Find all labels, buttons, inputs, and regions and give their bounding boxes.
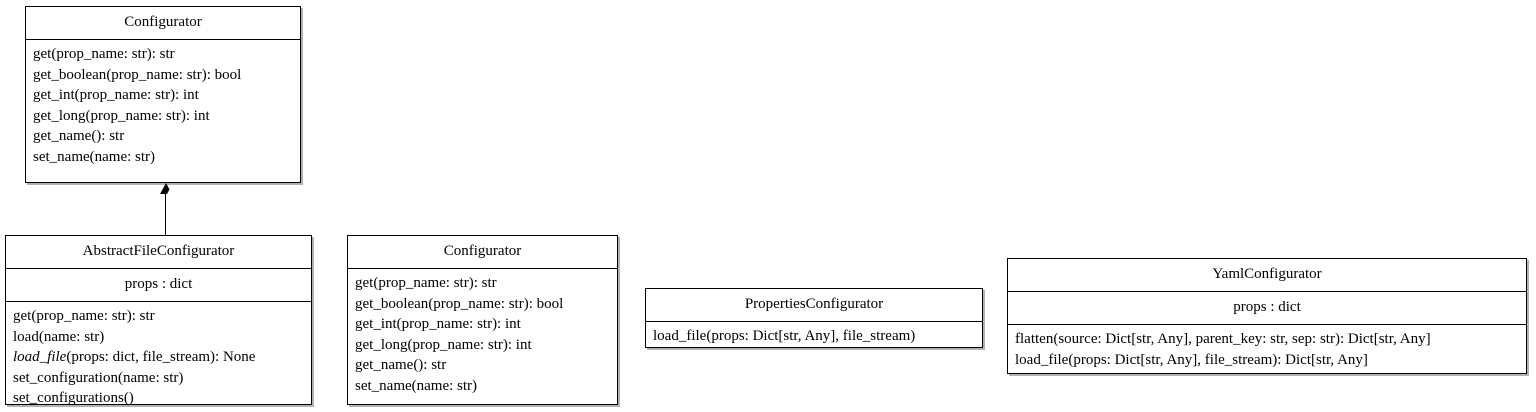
hollow-triangle-arrowhead-icon (160, 183, 177, 194)
class-box-abstract-file-configurator[interactable]: AbstractFileConfigurator props : dict ge… (5, 235, 312, 406)
operation-row: get_long(prop_name: str): int (355, 336, 532, 353)
attribute-row: props : dict (6, 269, 311, 302)
operation-row: set_name(name: str) (355, 377, 478, 394)
operations-compartment: get(prop_name: str): str get_boolean(pro… (26, 40, 300, 173)
operation-row: get_int(prop_name: str): int (33, 87, 199, 104)
operation-row-abstract: load_file(props: dict, file_stream): Non… (13, 349, 256, 366)
attribute-row: props : dict (1008, 292, 1526, 325)
class-name-yaml-configurator: YamlConfigurator (1008, 259, 1526, 292)
operation-row: get_boolean(prop_name: str): bool (355, 295, 564, 312)
operation-row: get_boolean(prop_name: str): bool (33, 66, 242, 83)
generalization-line (165, 193, 166, 235)
operation-row: get_name(): str (355, 357, 447, 374)
operation-row: flatten(source: Dict[str, Any], parent_k… (1015, 331, 1431, 347)
operations-compartment: load_file(props: Dict[str, Any], file_st… (646, 322, 982, 352)
operation-row: get(prop_name: str): str (33, 46, 175, 62)
operation-row: set_name(name: str) (33, 148, 156, 165)
operation-row: get_int(prop_name: str): int (355, 316, 521, 333)
operation-row: get_long(prop_name: str): int (33, 107, 210, 124)
operations-compartment: get(prop_name: str): str load(name: str)… (6, 302, 311, 412)
class-box-configurator-second[interactable]: Configurator get(prop_name: str): str ge… (347, 235, 618, 405)
class-name-configurator-second: Configurator (348, 236, 617, 269)
operation-row: get_name(): str (33, 128, 125, 145)
class-box-yaml-configurator[interactable]: YamlConfigurator props : dict flatten(so… (1007, 258, 1527, 374)
class-name-properties-configurator: PropertiesConfigurator (646, 289, 982, 322)
class-box-properties-configurator[interactable]: PropertiesConfigurator load_file(props: … (645, 288, 983, 348)
operation-row: set_configuration(name: str) (13, 369, 184, 386)
operations-compartment: flatten(source: Dict[str, Any], parent_k… (1008, 325, 1526, 375)
class-name-abstract-file-configurator: AbstractFileConfigurator (6, 236, 311, 269)
operation-row: load_file(props: Dict[str, Any], file_st… (1015, 351, 1368, 368)
operations-compartment: get(prop_name: str): str get_boolean(pro… (348, 269, 617, 402)
operation-row: get(prop_name: str): str (355, 275, 497, 291)
operation-row: set_configurations() (13, 390, 134, 407)
operation-row: load(name: str) (13, 328, 105, 345)
operation-row: get(prop_name: str): str (13, 308, 155, 324)
operation-row: load_file(props: Dict[str, Any], file_st… (653, 328, 916, 344)
class-name-configurator-top: Configurator (26, 7, 300, 40)
class-box-configurator-top[interactable]: Configurator get(prop_name: str): str ge… (25, 6, 301, 183)
